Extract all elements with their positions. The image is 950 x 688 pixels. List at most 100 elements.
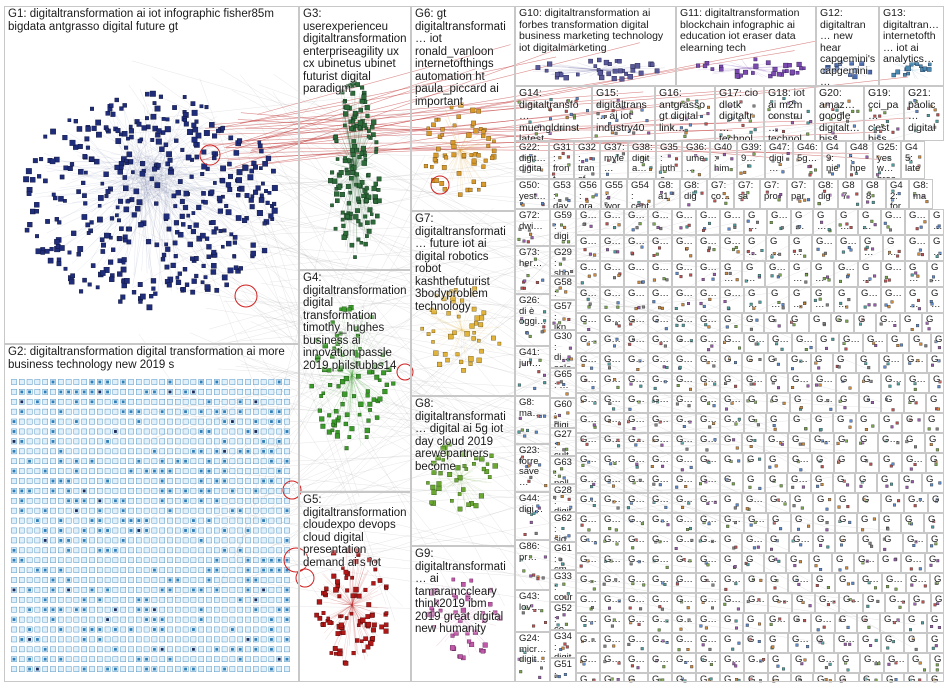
group-panel-g7[interactable]: G7: digitaltransformati… future iot ai d… xyxy=(411,211,515,396)
small-group-panel[interactable]: G61: cm… xyxy=(550,542,576,570)
small-group-panel[interactable]: G8: dig… xyxy=(814,179,838,209)
small-group-panel[interactable]: G15: digitaltrans… ai iot industry40… xyxy=(592,86,655,141)
small-group-cell[interactable]: G… xyxy=(858,209,881,235)
small-group-cell[interactable]: G… xyxy=(831,313,854,333)
small-group-cell[interactable]: G… xyxy=(789,287,811,313)
small-group-cell[interactable]: G… xyxy=(811,287,834,313)
small-group-panel[interactable]: G59: digi… xyxy=(550,209,576,246)
small-group-cell[interactable]: G… xyxy=(720,235,744,261)
small-group-cell[interactable]: G… xyxy=(672,287,696,313)
group-panel-g12[interactable]: G12: digitaltran… new hear capgemini's c… xyxy=(816,6,879,86)
small-group-panel[interactable]: G34: digit… ciou… xyxy=(550,630,576,658)
small-group-panel[interactable]: G45: late… giel… xyxy=(901,141,925,179)
small-group-cell[interactable]: G… xyxy=(696,261,720,287)
small-group-panel[interactable]: G41: jun… xyxy=(515,346,550,396)
group-panel-g6[interactable]: G6: gt digitaltransformati… iot ronald_v… xyxy=(411,6,515,211)
small-group-panel[interactable]: G56: ora… xyxy=(575,179,601,209)
small-group-cell[interactable]: G… xyxy=(576,261,600,287)
small-group-panel[interactable]: G52: co… xyxy=(550,602,576,630)
small-group-panel[interactable]: G33: cour… spon… xyxy=(550,570,576,602)
small-group-cell[interactable]: G… xyxy=(648,209,672,235)
small-group-cell[interactable]: G… xyxy=(696,235,720,261)
small-group-cell[interactable]: G… xyxy=(600,209,624,235)
small-group-cell[interactable]: G… xyxy=(648,235,672,261)
small-group-cell[interactable]: G… xyxy=(744,287,767,313)
small-group-cell[interactable]: G… xyxy=(789,261,811,287)
small-group-cell[interactable]: G… xyxy=(742,261,765,287)
small-group-panel[interactable]: G7: sa… xyxy=(734,179,760,209)
small-group-cell[interactable]: G… xyxy=(600,235,624,261)
small-group-cell[interactable]: G… xyxy=(648,261,672,287)
small-group-cell[interactable]: G… xyxy=(812,235,836,261)
small-group-panel[interactable]: G42: forg… xyxy=(886,179,909,209)
group-panel-g5[interactable]: G5: digitaltransformation cloudexpo devo… xyxy=(299,492,411,682)
small-group-cell[interactable]: G… xyxy=(624,235,648,261)
small-group-cell[interactable]: G… xyxy=(929,209,944,235)
small-group-panel[interactable]: G65: … xyxy=(550,368,576,398)
small-group-cell[interactable]: G… xyxy=(672,209,696,235)
small-group-cell[interactable]: G… xyxy=(720,287,744,313)
small-group-cell[interactable]: G… xyxy=(696,313,720,333)
small-group-cell[interactable]: G… xyxy=(648,287,672,313)
small-group-panel[interactable]: G26: di è oggi… xyxy=(515,294,550,346)
small-group-panel[interactable]: G23: forre save… xyxy=(515,444,550,492)
small-group-panel[interactable]: G21: paolic… digital… insurt… xyxy=(904,86,944,141)
small-group-cell[interactable]: G… xyxy=(766,235,789,261)
small-group-cell[interactable]: G… xyxy=(576,313,600,333)
small-group-cell[interactable]: G… xyxy=(744,209,767,235)
small-group-cell[interactable]: G… xyxy=(854,313,876,333)
small-group-cell[interactable]: G… xyxy=(834,287,857,313)
small-group-panel[interactable]: G50: yest… xyxy=(515,179,549,209)
small-group-panel[interactable]: G38: digita… xyxy=(628,141,656,179)
small-group-panel[interactable]: G49: nie… xyxy=(822,141,846,179)
small-group-cell[interactable]: G… xyxy=(881,261,905,287)
small-group-cell[interactable]: G… xyxy=(834,261,858,287)
small-group-panel[interactable]: G8: ma… xyxy=(909,179,933,209)
small-group-panel[interactable]: G8: a1… xyxy=(654,179,680,209)
small-group-panel[interactable]: G36: ume… xyxy=(682,141,710,179)
small-group-panel[interactable]: G53: day… xyxy=(549,179,575,209)
small-group-cell[interactable]: G… xyxy=(742,313,764,333)
small-group-cell[interactable]: G… xyxy=(927,287,944,313)
small-group-panel[interactable]: G73: her… xyxy=(515,246,550,294)
small-group-panel[interactable]: G20: amaz… google digitalt… biss… xyxy=(815,86,864,141)
small-group-cell[interactable]: G… xyxy=(720,261,742,287)
small-group-cell[interactable]: G… xyxy=(672,235,696,261)
small-group-cell[interactable]: G… xyxy=(927,261,944,287)
small-group-cell[interactable]: G… xyxy=(720,209,744,235)
small-group-cell[interactable]: G… xyxy=(576,209,600,235)
small-group-cell[interactable]: G… xyxy=(860,235,883,261)
group-panel-g10[interactable]: G10: digitaltransformation ai forbes tra… xyxy=(515,6,676,86)
small-group-cell[interactable]: G… xyxy=(764,313,787,333)
small-group-panel[interactable]: G51: wor… xyxy=(550,658,576,682)
small-group-panel[interactable]: G57: ikn… xyxy=(550,300,576,330)
small-group-panel[interactable]: G22: digit… digita… busi… xyxy=(515,141,549,179)
small-group-cell[interactable]: G… xyxy=(576,235,600,261)
small-group-panel[interactable]: G24: micr… digit… xyxy=(515,632,550,682)
small-group-panel[interactable]: G43: lov… xyxy=(515,590,550,632)
small-group-cell[interactable]: G… xyxy=(789,235,812,261)
small-group-cell[interactable]: G… xyxy=(811,261,834,287)
small-group-cell[interactable]: G… xyxy=(696,287,720,313)
small-group-panel[interactable]: G86: pr… xyxy=(515,540,550,590)
small-group-panel[interactable]: G14: digitaltransfo… muengldrinst latest… xyxy=(515,86,592,141)
small-group-panel[interactable]: G35: inthe… xyxy=(656,141,682,179)
small-group-panel[interactable]: G40: him… xyxy=(710,141,737,179)
small-group-cell[interactable]: G… xyxy=(905,209,929,235)
small-group-cell[interactable]: G… xyxy=(858,261,881,287)
small-group-panel[interactable]: G62: sig… xyxy=(550,512,576,542)
small-group-panel[interactable]: G30: di… sole… xyxy=(550,330,576,368)
small-group-panel[interactable]: G54: cent… xyxy=(627,179,654,209)
small-group-cell[interactable]: G… xyxy=(836,235,860,261)
small-group-cell[interactable]: G… xyxy=(744,235,766,261)
small-group-panel[interactable]: G46: 5g… xyxy=(793,141,822,179)
small-group-cell[interactable]: G… xyxy=(600,313,624,333)
small-group-panel[interactable]: G31: front… xyxy=(549,141,574,179)
small-group-panel[interactable]: G87 xyxy=(838,179,862,209)
small-group-cell[interactable]: G… xyxy=(905,287,927,313)
small-group-cell[interactable]: G… xyxy=(813,209,836,235)
small-group-panel[interactable]: G7: par… xyxy=(787,179,814,209)
small-group-cell[interactable]: G… xyxy=(624,313,648,333)
small-group-cell[interactable]: G… xyxy=(672,261,696,287)
small-group-cell[interactable]: G… xyxy=(624,209,648,235)
